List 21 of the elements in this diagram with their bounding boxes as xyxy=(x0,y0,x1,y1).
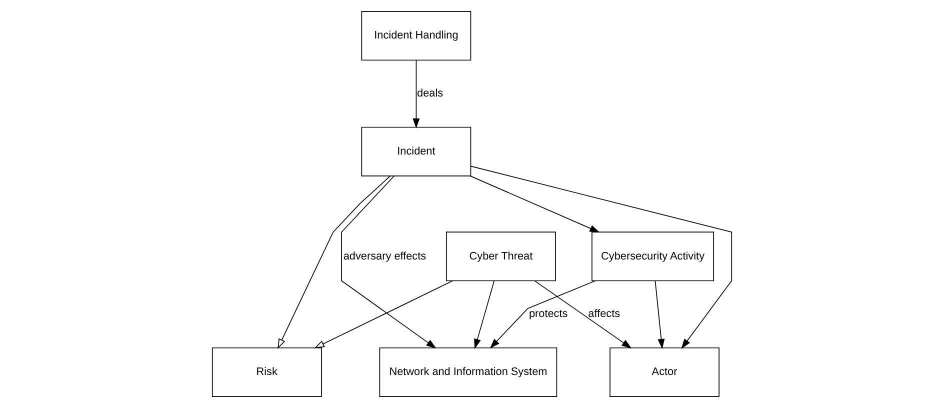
arrow xyxy=(412,60,420,128)
arrow xyxy=(314,280,453,348)
arrow xyxy=(469,176,600,232)
arrow xyxy=(534,280,632,348)
arrow xyxy=(654,280,664,350)
arrow xyxy=(474,280,494,349)
node-box: Cybersecurity Activity xyxy=(591,232,714,282)
arrow xyxy=(277,175,390,349)
arrow xyxy=(340,176,436,349)
edge-label: affects xyxy=(588,308,620,320)
edge-label: adversary effects xyxy=(342,250,426,262)
edge-label: protects xyxy=(528,308,568,320)
arrow xyxy=(470,166,732,349)
node-box: Actor xyxy=(609,347,719,397)
node-box: Cyber Threat xyxy=(446,232,556,282)
arrow xyxy=(489,280,596,348)
node-box: Network and Information System xyxy=(378,347,557,397)
node-box: Risk xyxy=(211,347,322,397)
node-box: Incident Handling xyxy=(360,11,471,61)
node-box: Incident xyxy=(360,126,471,176)
edge-label: deals xyxy=(416,88,443,100)
